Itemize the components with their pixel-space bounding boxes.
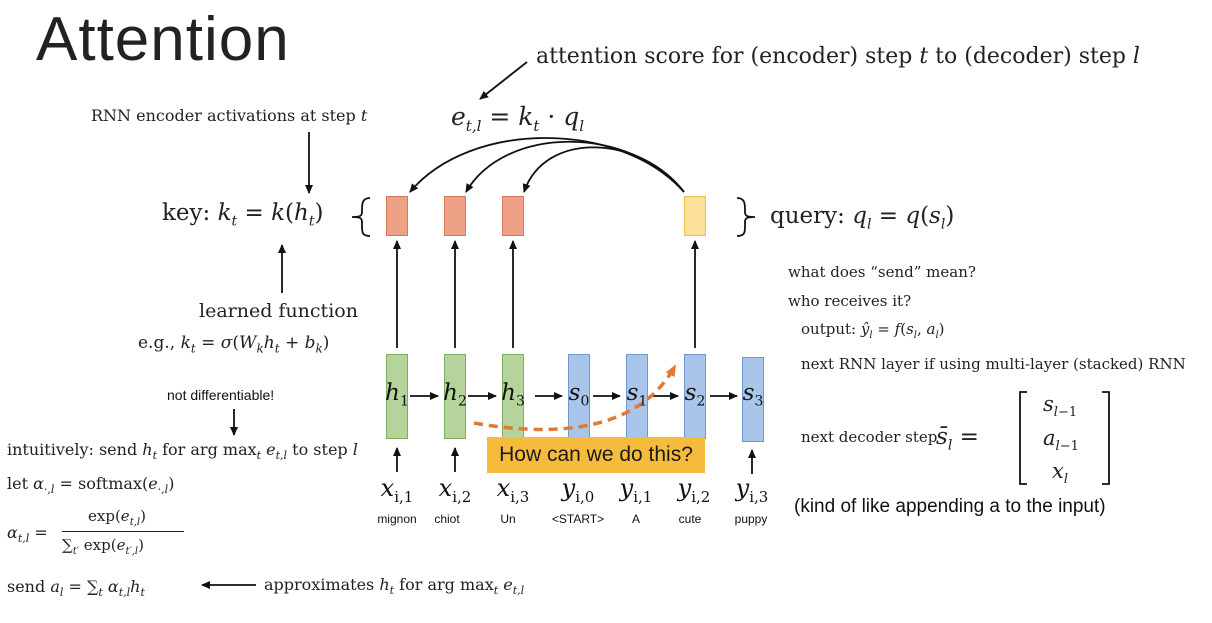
matrix-entry-x: xl bbox=[1052, 459, 1069, 488]
key-box-3 bbox=[502, 196, 524, 236]
token-chiot: chiot bbox=[434, 512, 460, 526]
hidden-label-s0: s0 bbox=[568, 380, 590, 410]
hidden-label-h3: h3 bbox=[501, 380, 525, 410]
token-mignon: mignon bbox=[377, 512, 417, 526]
learned-function-label: learned function bbox=[199, 300, 358, 322]
learned-function-example: e.g., kt = σ(Wkht + bk) bbox=[138, 333, 330, 356]
fraction-bar bbox=[62, 531, 184, 532]
who-receives: who receives it? bbox=[788, 292, 912, 310]
input-x3: xi,3 bbox=[496, 474, 530, 506]
token-un: Un bbox=[500, 512, 516, 526]
alpha-lhs: αt,l = bbox=[7, 523, 48, 546]
slide-title: Attention bbox=[36, 5, 290, 74]
matrix-entry-s: sl−1 bbox=[1043, 392, 1078, 421]
token-a: A bbox=[631, 512, 640, 526]
token-cute: cute bbox=[678, 512, 702, 526]
key-box-2 bbox=[444, 196, 466, 236]
input-y1: yi,1 bbox=[619, 474, 653, 506]
softmax-definition: let α·,l = softmax(e·,l) bbox=[7, 474, 175, 497]
send-a-equation: send al = ∑t αt,lht bbox=[7, 577, 145, 600]
alpha-numerator: exp(et,l) bbox=[88, 507, 146, 528]
hidden-label-h2: h2 bbox=[443, 380, 467, 410]
input-x2: xi,2 bbox=[438, 474, 472, 506]
encoder-activations-label: RNN encoder activations at step t bbox=[91, 106, 368, 125]
key-box-1 bbox=[386, 196, 408, 236]
next-rnn-layer: next RNN layer if using multi-layer (sta… bbox=[801, 355, 1186, 373]
score-equation: et,l = kt · ql bbox=[451, 102, 585, 135]
input-y0: yi,0 bbox=[561, 474, 595, 506]
hidden-label-s3: s3 bbox=[742, 380, 764, 410]
input-y3: yi,3 bbox=[735, 474, 769, 506]
question-send: what does “send” mean? bbox=[788, 263, 976, 281]
token-puppy: puppy bbox=[734, 512, 768, 526]
alpha-denominator: ∑t′ exp(et′,l) bbox=[62, 536, 144, 557]
next-decoder-step: next decoder step bbox=[801, 428, 938, 446]
hidden-label-s1: s1 bbox=[626, 380, 648, 410]
hidden-label-s2: s2 bbox=[684, 380, 706, 410]
approximates-label: approximates ht for arg maxt et,l bbox=[264, 575, 525, 598]
encoder-cell-h1 bbox=[386, 354, 408, 439]
output-equation: output: ŷl = f(sl, al) bbox=[801, 320, 945, 341]
encoder-cell-h2 bbox=[444, 354, 466, 439]
callout-question: How can we do this? bbox=[487, 437, 705, 473]
matrix-entry-a: al−1 bbox=[1043, 426, 1079, 455]
query-box bbox=[684, 196, 706, 236]
hidden-label-h1: h1 bbox=[385, 380, 409, 410]
appending-note: (kind of like appending a to the input) bbox=[794, 496, 1106, 517]
key-label: key: kt = k(ht) bbox=[162, 200, 324, 230]
token-start: <START> bbox=[551, 512, 605, 526]
query-label: query: ql = q(sl) bbox=[770, 203, 955, 233]
not-differentiable-label: not differentiable! bbox=[167, 387, 275, 403]
input-x1: xi,1 bbox=[380, 474, 414, 506]
intuitive-label: intuitively: send ht for arg maxt et,l t… bbox=[7, 440, 358, 463]
input-y2: yi,2 bbox=[677, 474, 711, 506]
decoder-cell-s3 bbox=[742, 357, 764, 442]
sbar-lhs: s̄l = bbox=[936, 424, 979, 454]
attention-score-label: attention score for (encoder) step t to … bbox=[536, 44, 1140, 69]
